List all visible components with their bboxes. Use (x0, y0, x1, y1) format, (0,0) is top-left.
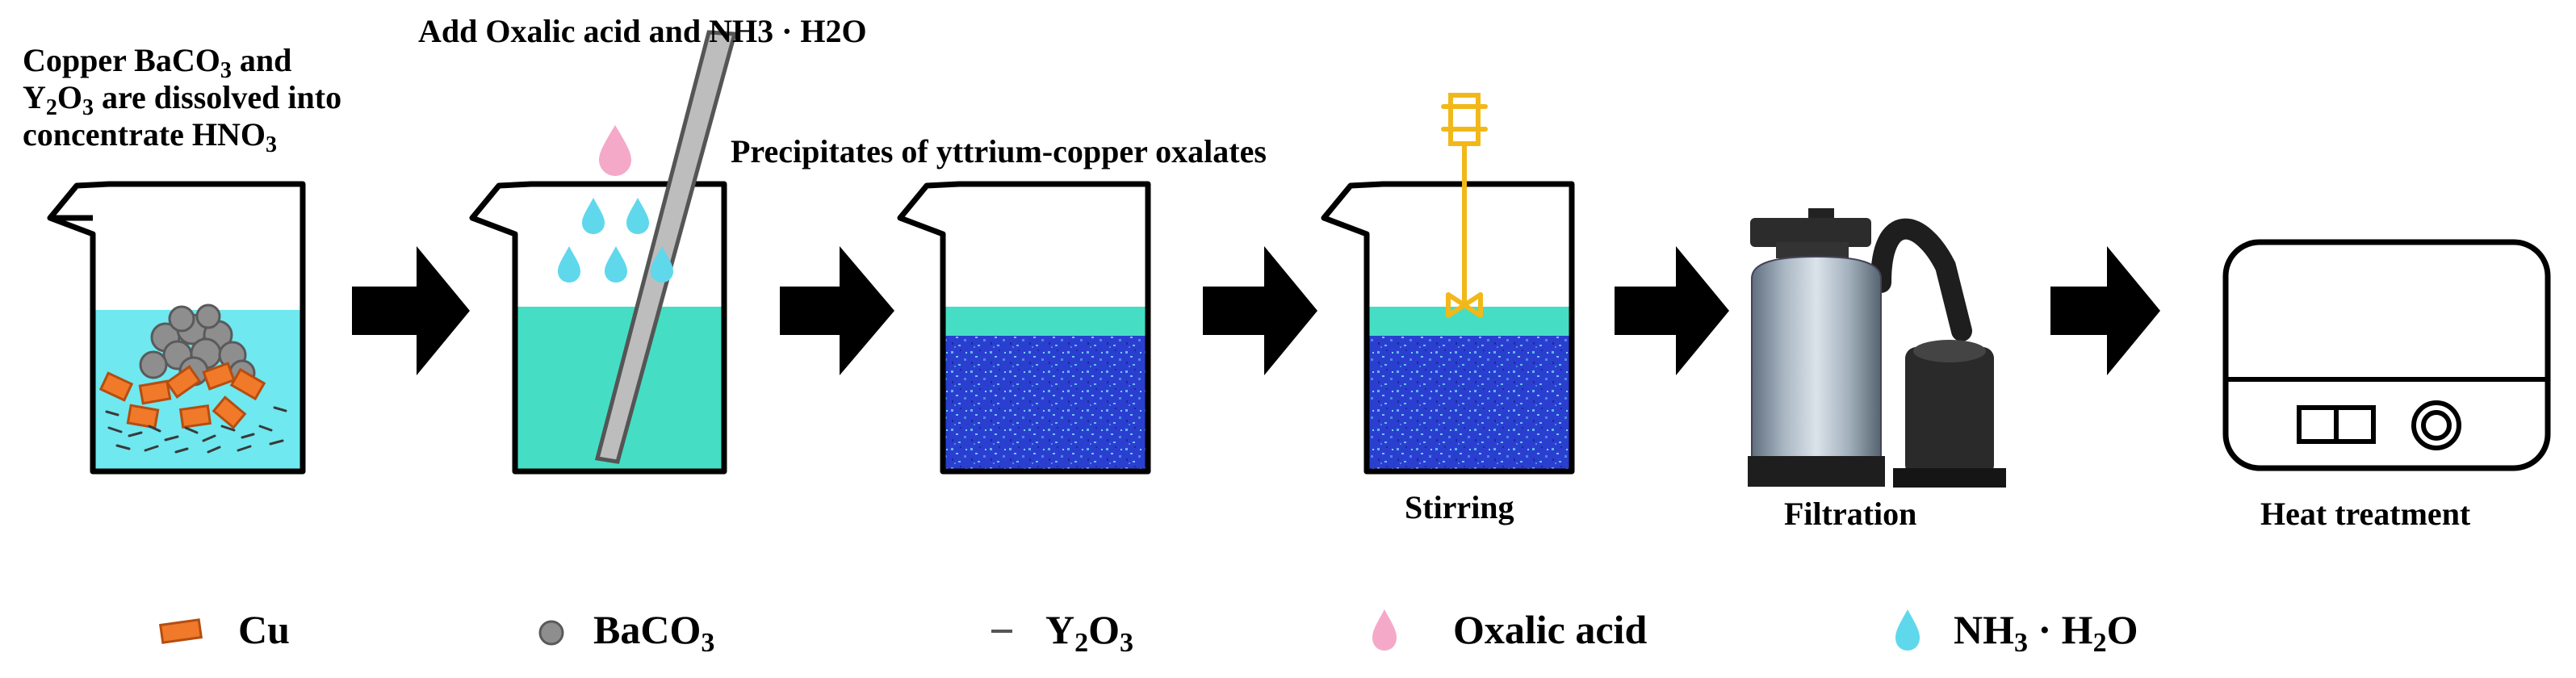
beaker-3-outline (897, 181, 1151, 475)
filtration-label: Filtration (1784, 496, 1917, 532)
legend-oxalic-acid-label: Oxalic acid (1453, 607, 1648, 652)
dissolve-label: Copper BaCO3 and Y2O3 are dissolved into… (23, 42, 342, 157)
arrow-5 (2050, 246, 2160, 375)
legend-y2o3-label: Y2O3 (1045, 607, 1134, 658)
heat-treatment-label: Heat treatment (2260, 496, 2471, 532)
stirrer (1441, 93, 1488, 318)
oxalic-acid-drop (599, 125, 631, 176)
beaker-2 (469, 30, 738, 475)
precipitate-label: Precipitates of yttrium-copper oxalates (731, 133, 1267, 170)
add-reagents-label: Add Oxalic acid and NH3 · H2O (418, 13, 867, 49)
arrow-1 (352, 246, 470, 375)
beaker-4 (1321, 93, 1575, 475)
beaker-4-precipitate (1368, 336, 1570, 471)
cu-pieces (98, 362, 266, 429)
arrow-2 (780, 246, 894, 375)
beaker-4-outline (1321, 181, 1575, 475)
beaker-3-solution (945, 307, 1146, 336)
beaker-3-precipitate (945, 336, 1146, 471)
glass-rod (594, 30, 738, 464)
filtration-pump (1748, 208, 2006, 488)
beaker-4-solution (1368, 307, 1570, 336)
legend-cu-label: Cu (238, 607, 290, 652)
legend-icons (159, 609, 1920, 651)
furnace (2222, 239, 2551, 471)
legend-ammonia-label: NH3 · H2O (1954, 607, 2138, 658)
baco3-particles (139, 303, 256, 387)
y2o3-dashes (105, 406, 287, 454)
ammonia-drops (558, 198, 673, 282)
beaker-1-outline (47, 181, 306, 475)
cu-icon (159, 618, 203, 644)
baco3-icon (538, 620, 564, 646)
arrow-3 (1203, 246, 1317, 375)
arrow-4 (1615, 246, 1729, 375)
beaker-2-outline (469, 181, 727, 475)
beaker-3 (897, 181, 1151, 475)
legend-baco3-label: BaCO3 (593, 607, 715, 658)
beaker-1 (47, 181, 306, 475)
ammonia-drop-icon (1895, 609, 1920, 651)
stirring-label: Stirring (1405, 489, 1514, 525)
oxalic-acid-drop-icon (1372, 609, 1397, 651)
